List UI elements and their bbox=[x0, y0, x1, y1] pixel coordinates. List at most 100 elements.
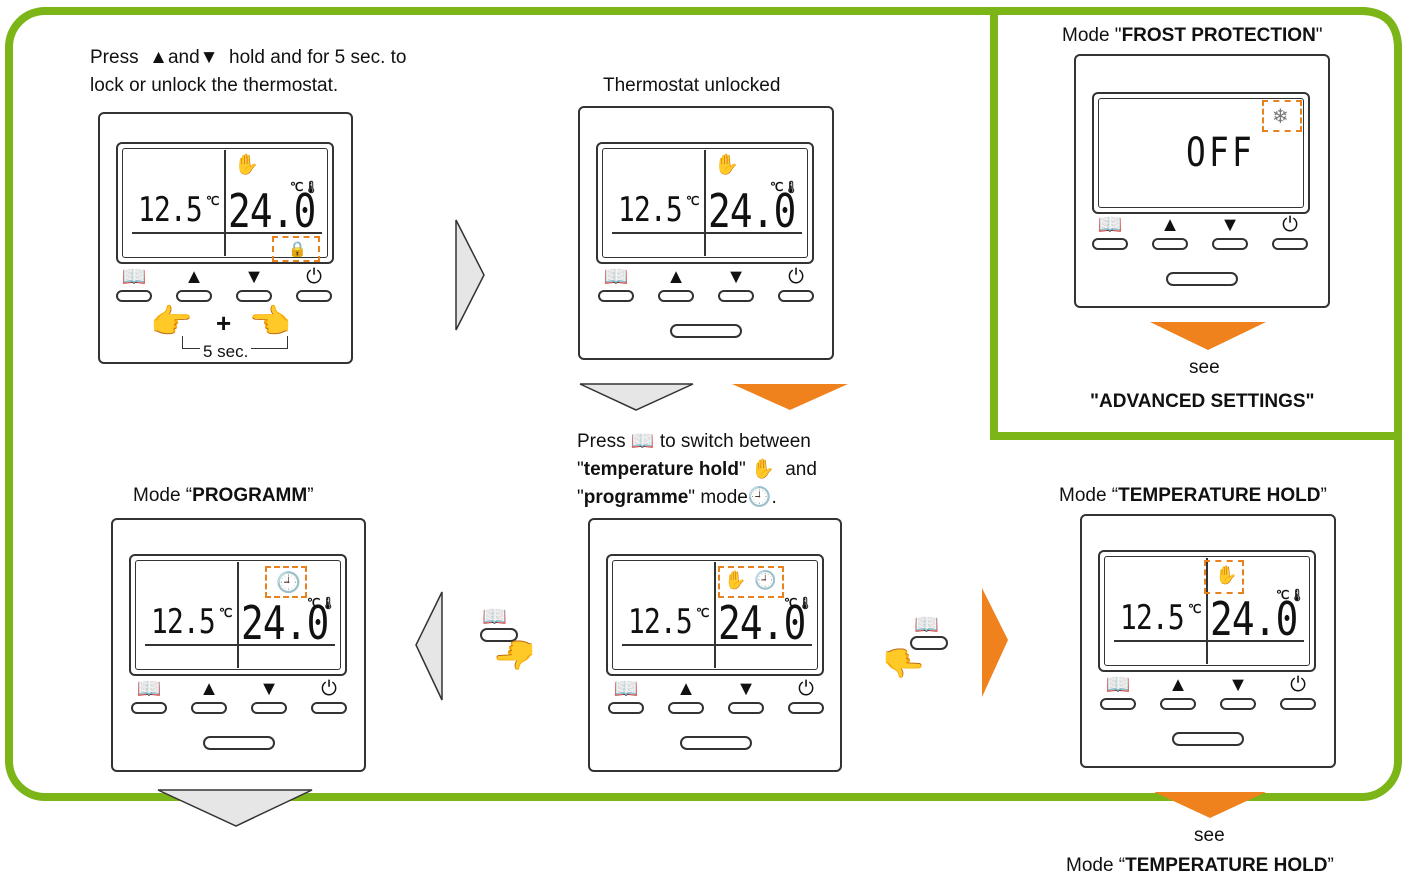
up-button[interactable] bbox=[1160, 698, 1196, 710]
frost-orange-arrow bbox=[1150, 322, 1266, 350]
down-arrow-icon: ▼ bbox=[726, 266, 746, 288]
celsius-unit: ℃ bbox=[686, 194, 700, 208]
power-button[interactable] bbox=[296, 290, 332, 302]
power-button[interactable] bbox=[788, 702, 824, 714]
hand-icon: ✋ bbox=[724, 570, 747, 590]
bottom-gray-arrow bbox=[157, 789, 313, 827]
gray-arrow-right bbox=[455, 219, 485, 331]
programm-mode-caption: Mode “PROGRAMM” bbox=[133, 485, 314, 506]
room-temp-value: 24.0 bbox=[718, 596, 806, 650]
down-button[interactable] bbox=[251, 702, 287, 714]
gray-arrow-down bbox=[579, 383, 694, 411]
hand-icon: ✋ bbox=[750, 459, 775, 480]
down-button[interactable] bbox=[728, 702, 764, 714]
up-arrow-icon: ▲ bbox=[676, 678, 696, 700]
press-book-left: 📖 👆 bbox=[478, 604, 538, 680]
mode-button[interactable] bbox=[1092, 238, 1128, 250]
unlocked-caption: Thermostat unlocked bbox=[603, 75, 781, 96]
power-button[interactable] bbox=[1272, 238, 1308, 250]
power-button[interactable] bbox=[311, 702, 347, 714]
clock-icon: 🕘 bbox=[754, 570, 777, 590]
mode-button[interactable] bbox=[608, 702, 644, 714]
room-temp-value: 24.0 bbox=[228, 184, 316, 238]
setpoint-value: 12.5 bbox=[628, 602, 693, 642]
mode-button[interactable] bbox=[598, 290, 634, 302]
celsius-unit: ℃ bbox=[219, 606, 233, 620]
book-icon: 📖 bbox=[630, 431, 655, 452]
down-button[interactable] bbox=[718, 290, 754, 302]
power-icon: ⏻ bbox=[788, 266, 804, 288]
mode-button-shape bbox=[910, 636, 948, 650]
down-arrow-icon: ▼ bbox=[244, 266, 264, 288]
thermometer-icon: ℃🌡 bbox=[770, 180, 799, 194]
down-button[interactable] bbox=[1212, 238, 1248, 250]
bottom-mode-caption: Mode “TEMPERATURE HOLD” bbox=[1066, 855, 1334, 876]
thermometer-icon: ℃🌡 bbox=[307, 596, 336, 610]
lcd-display: 🕘 12.5 ℃ 24.0 ℃🌡 bbox=[129, 554, 347, 676]
thermostat-frost: OFF ❄ 📖 ▲ ▼ ⏻ bbox=[1074, 54, 1330, 308]
snowflake-highlight: ❄ bbox=[1262, 100, 1302, 132]
lock-highlight: 🔒 bbox=[272, 236, 320, 262]
switch-line2: "temperature hold" ✋ and bbox=[577, 459, 817, 480]
setpoint-value: 12.5 bbox=[1120, 598, 1185, 638]
bottom-orange-arrow bbox=[1154, 792, 1266, 818]
up-arrow-icon: ▲ bbox=[1168, 674, 1188, 696]
lcd-display: OFF ❄ bbox=[1092, 92, 1310, 214]
down-arrow-icon: ▼ bbox=[1228, 674, 1248, 696]
clock-highlight: 🕘 bbox=[265, 566, 307, 598]
power-button[interactable] bbox=[1280, 698, 1316, 710]
power-icon: ⏻ bbox=[306, 266, 322, 288]
bottom-slot bbox=[680, 736, 752, 750]
setpoint-value: 12.5 bbox=[618, 190, 683, 230]
up-button[interactable] bbox=[658, 290, 694, 302]
book-icon: 📖 bbox=[482, 606, 507, 628]
mode-button-shape bbox=[480, 628, 518, 642]
celsius-unit: ℃ bbox=[206, 194, 220, 208]
up-button[interactable] bbox=[176, 290, 212, 302]
down-button[interactable] bbox=[1220, 698, 1256, 710]
book-icon: 📖 bbox=[914, 614, 939, 636]
frost-mode-caption: Mode "FROST PROTECTION" bbox=[1062, 25, 1323, 46]
off-display: OFF bbox=[1186, 130, 1256, 176]
gray-arrow-left bbox=[415, 591, 443, 701]
frost-see: see bbox=[1189, 357, 1220, 378]
hold-time-label: 5 sec. bbox=[200, 342, 252, 362]
mode-button[interactable] bbox=[1100, 698, 1136, 710]
press-book-right: 📖 👆 bbox=[882, 612, 952, 684]
thermostat-switching: ✋ 🕘 12.5 ℃ 24.0 ℃🌡 📖 ▲ ▼ ⏻ bbox=[588, 518, 842, 772]
orange-arrow-down bbox=[732, 384, 848, 410]
orange-arrow-right bbox=[982, 588, 1008, 697]
switch-line1: Press 📖 to switch between bbox=[577, 431, 811, 452]
hand-icon: ✋ bbox=[714, 154, 739, 176]
book-icon: 📖 bbox=[1097, 214, 1123, 236]
mode-button[interactable] bbox=[116, 290, 152, 302]
thermostat-temp-hold: ✋ 12.5 ℃ 24.0 ℃🌡 📖 ▲ ▼ ⏻ bbox=[1080, 514, 1336, 768]
thermostat-programm: 🕘 12.5 ℃ 24.0 ℃🌡 📖 ▲ ▼ ⏻ bbox=[111, 518, 366, 772]
plus-icon: + bbox=[216, 308, 232, 338]
bottom-slot bbox=[1166, 272, 1238, 286]
up-button[interactable] bbox=[191, 702, 227, 714]
hand-icon: ✋ bbox=[1215, 565, 1238, 585]
down-arrow-icon: ▼ bbox=[736, 678, 756, 700]
pointing-hand-icon: 👆 bbox=[496, 632, 535, 676]
bottom-slot bbox=[670, 324, 742, 338]
room-temp-value: 24.0 bbox=[241, 596, 329, 650]
setpoint-value: 12.5 bbox=[151, 602, 216, 642]
up-button[interactable] bbox=[1152, 238, 1188, 250]
thermostat-unlocked: ✋ 12.5 ℃ 24.0 ℃🌡 📖 ▲ ▼ ⏻ bbox=[578, 106, 834, 360]
up-button[interactable] bbox=[668, 702, 704, 714]
mode-button[interactable] bbox=[131, 702, 167, 714]
bottom-slot bbox=[1172, 732, 1244, 746]
up-arrow-icon: ▲ bbox=[149, 47, 168, 68]
thermometer-icon: ℃🌡 bbox=[1276, 588, 1305, 602]
room-temp-value: 24.0 bbox=[1210, 592, 1298, 646]
book-icon: 📖 bbox=[603, 266, 629, 288]
celsius-unit: ℃ bbox=[1188, 602, 1202, 616]
down-button[interactable] bbox=[236, 290, 272, 302]
hand-clock-highlight: ✋ 🕘 bbox=[718, 566, 784, 598]
thermometer-icon: ℃🌡 bbox=[290, 180, 319, 194]
power-icon: ⏻ bbox=[1282, 214, 1298, 236]
bottom-see: see bbox=[1194, 825, 1225, 846]
power-button[interactable] bbox=[778, 290, 814, 302]
book-icon: 📖 bbox=[1105, 674, 1131, 696]
